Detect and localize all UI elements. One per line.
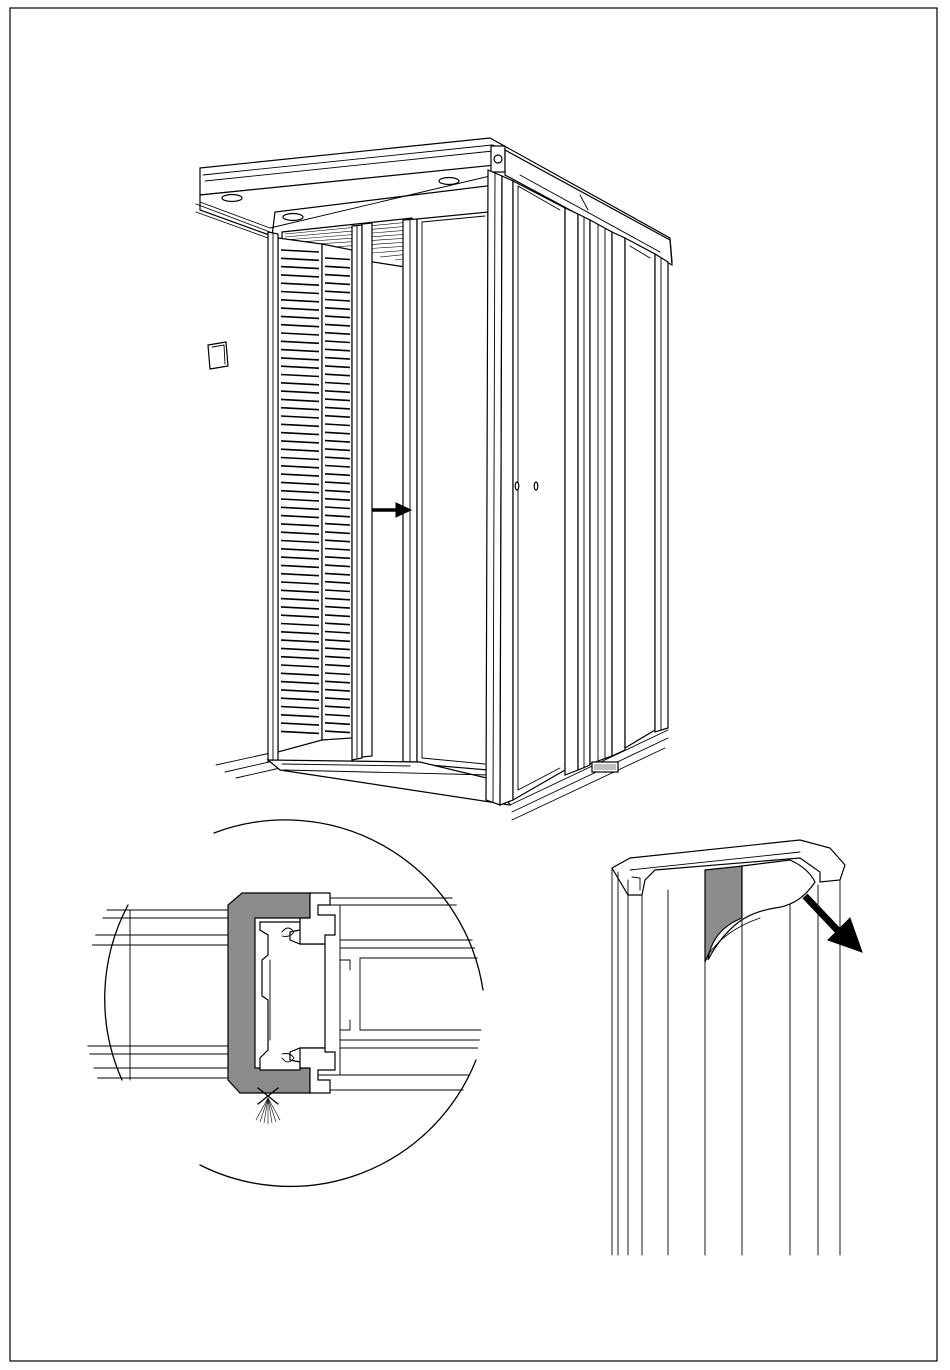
- ceiling-light: [439, 178, 459, 185]
- aluminium-profile: [260, 893, 350, 1093]
- protective-film-peel-detail: [612, 840, 862, 1255]
- pointer-arrow-down-right: [805, 896, 862, 952]
- sauna-cabin-illustration: [196, 138, 672, 820]
- left-wall-louvers: [278, 238, 410, 752]
- door-handle: [534, 482, 538, 490]
- ceiling-light: [283, 214, 303, 221]
- front-right-frame: [565, 208, 668, 775]
- back-glass-panel: [417, 212, 488, 770]
- cabin-door: [486, 170, 565, 805]
- door-handle: [515, 482, 519, 490]
- wall-switch-box: [208, 342, 228, 369]
- right-rails: [310, 898, 500, 1090]
- left-rails: [80, 910, 230, 1080]
- ceiling-light: [222, 195, 242, 202]
- profile-cross-section-detail: [80, 820, 500, 1187]
